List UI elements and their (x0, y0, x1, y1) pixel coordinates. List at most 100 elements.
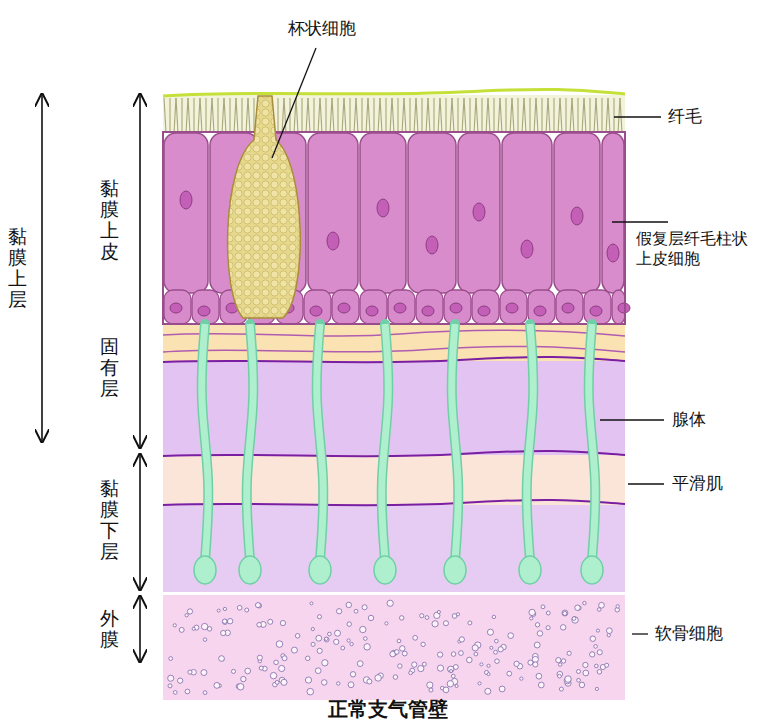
chondrocyte (459, 651, 464, 656)
range-arrow (139, 94, 141, 448)
cilium (457, 98, 458, 133)
columnar-cell (360, 133, 406, 293)
basal-cell (192, 290, 219, 324)
basal-cell (444, 290, 471, 324)
chondrocyte (168, 684, 172, 688)
chondrocyte (173, 691, 177, 695)
chondrocyte (556, 658, 561, 663)
cell-nucleus (198, 306, 210, 316)
chondrocyte (487, 673, 490, 676)
chondrocyte (341, 646, 345, 650)
chondrocyte (201, 623, 207, 629)
basal-cell (528, 290, 555, 324)
gland-duct (589, 324, 596, 560)
gland-bulb (519, 556, 541, 584)
cilium (536, 98, 538, 133)
chondrocyte (447, 681, 453, 687)
chondrocyte (558, 674, 562, 678)
chondrocyte (219, 656, 225, 662)
chondrocyte (217, 609, 220, 612)
mucus-line (163, 89, 625, 96)
chondrocyte (255, 603, 260, 608)
layer-label: 固有层 (100, 336, 119, 399)
cell-nucleus (170, 303, 182, 313)
chondrocyte (363, 637, 367, 641)
chondrocyte (409, 671, 413, 675)
chondrocyte (576, 670, 580, 674)
chondrocyte (336, 609, 341, 614)
cilium (308, 98, 310, 133)
cilium (361, 98, 362, 133)
cilium (565, 98, 566, 133)
chondrocyte (597, 650, 602, 655)
chondrocyte (422, 662, 426, 666)
cilium (241, 98, 242, 133)
cilium (582, 98, 584, 133)
gland-bulb (581, 556, 603, 584)
cell-nucleus (310, 306, 322, 316)
chondrocyte (347, 622, 351, 626)
columnar-cell (308, 133, 358, 293)
cilium (385, 98, 386, 133)
chondrocyte (474, 652, 478, 656)
cilium (356, 98, 358, 133)
cilium (440, 98, 442, 133)
leader-line (612, 221, 668, 222)
gland-duct (317, 324, 324, 560)
chondrocyte (201, 670, 207, 676)
basal-cell (556, 290, 583, 324)
basal-cell (332, 290, 359, 324)
chondrocyte (188, 670, 192, 674)
figure-caption: 正常支气管壁 (328, 697, 448, 722)
chondrocyte (173, 624, 176, 627)
chondrocyte (607, 634, 610, 637)
cilium (217, 98, 218, 133)
chondrocyte (427, 682, 433, 688)
chondrocyte (281, 679, 287, 685)
cilium (505, 98, 506, 133)
chondrocyte (245, 668, 251, 674)
chondrocyte (537, 631, 542, 636)
chondrocyte (203, 691, 207, 695)
chondrocyte (348, 682, 354, 688)
cilium (577, 98, 578, 133)
chondrocyte (535, 623, 539, 627)
chondrocyte (565, 676, 572, 683)
cell-nucleus (506, 303, 518, 313)
cilium (481, 98, 482, 133)
cilium (368, 98, 370, 133)
chondrocyte (397, 639, 401, 643)
label-gland: 腺体 (672, 409, 706, 430)
gland-duct (589, 324, 596, 560)
chondrocyte (393, 675, 398, 680)
chondrocyte (325, 637, 328, 640)
gland-bulb (309, 556, 331, 584)
layer-label: 黏膜上层 (8, 226, 27, 310)
chondrocyte (245, 608, 249, 612)
chondrocyte (492, 615, 495, 618)
chondrocyte (367, 679, 372, 684)
chondrocyte (572, 617, 576, 621)
leader-line (628, 483, 664, 484)
chondrocyte (214, 682, 220, 688)
chondrocyte (282, 656, 287, 661)
chondrocyte (538, 682, 544, 688)
cilium (546, 98, 548, 133)
basal-cell (360, 290, 387, 324)
chondrocyte (257, 655, 262, 660)
chondrocyte (354, 609, 358, 613)
chondrocyte (561, 659, 565, 663)
chondrocyte (192, 627, 195, 630)
chondrocyte (321, 680, 327, 686)
chondrocyte (295, 634, 300, 639)
gland-duct (317, 324, 324, 560)
chondrocyte (468, 621, 472, 625)
chondrocyte (558, 663, 561, 666)
smooth-muscle-band (163, 455, 625, 505)
chondrocyte (546, 611, 550, 615)
cilium (596, 98, 598, 133)
range-arrow (139, 454, 141, 590)
chondrocyte (478, 682, 481, 685)
lamina-propria-band (163, 361, 625, 455)
chondrocyte (437, 652, 442, 657)
